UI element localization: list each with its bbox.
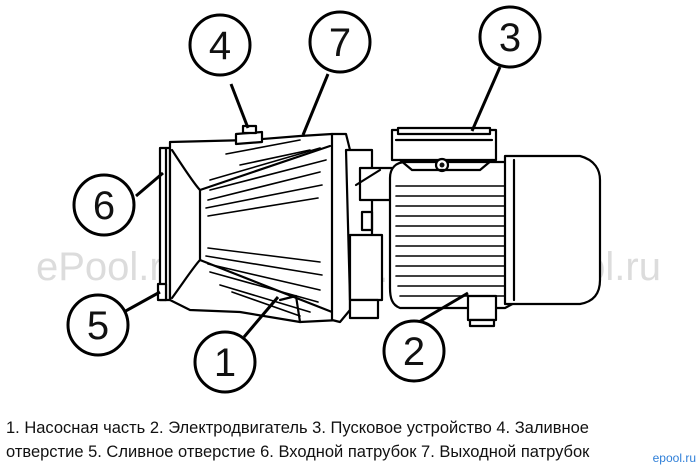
callout-3: 3 xyxy=(478,5,542,69)
leader-6 xyxy=(135,171,164,198)
parts-legend: 1. Насосная часть 2. Электродвигатель 3.… xyxy=(6,416,696,464)
callout-5: 5 xyxy=(66,293,130,357)
pump-diagram: ePool.ru ePool.ru ePool.ru xyxy=(36,5,661,394)
callout-3-number: 3 xyxy=(499,16,521,60)
callout-6-number: 6 xyxy=(93,184,115,228)
callout-7: 7 xyxy=(308,10,372,74)
legend-line-2: отверстие 5. Сливное отверстие 6. Входно… xyxy=(6,443,590,461)
callout-2-number: 2 xyxy=(403,330,425,374)
legend-line-1: 1. Насосная часть 2. Электродвигатель 3.… xyxy=(6,419,589,437)
callout-5-number: 5 xyxy=(87,304,109,348)
leader-4 xyxy=(229,83,250,129)
callout-1: 1 xyxy=(193,330,257,394)
leader-1 xyxy=(242,296,280,338)
callout-6: 6 xyxy=(72,173,136,237)
callout-1-number: 1 xyxy=(214,341,236,385)
leader-5 xyxy=(121,290,161,315)
callout-2: 2 xyxy=(382,319,446,383)
leader-7 xyxy=(301,73,330,136)
leader-3 xyxy=(470,66,502,132)
callout-4: 4 xyxy=(188,13,252,77)
pump-illustration xyxy=(156,124,602,328)
watermark-logo: epool.ru xyxy=(652,451,696,465)
callout-7-number: 7 xyxy=(329,21,351,65)
callout-4-number: 4 xyxy=(209,24,231,68)
